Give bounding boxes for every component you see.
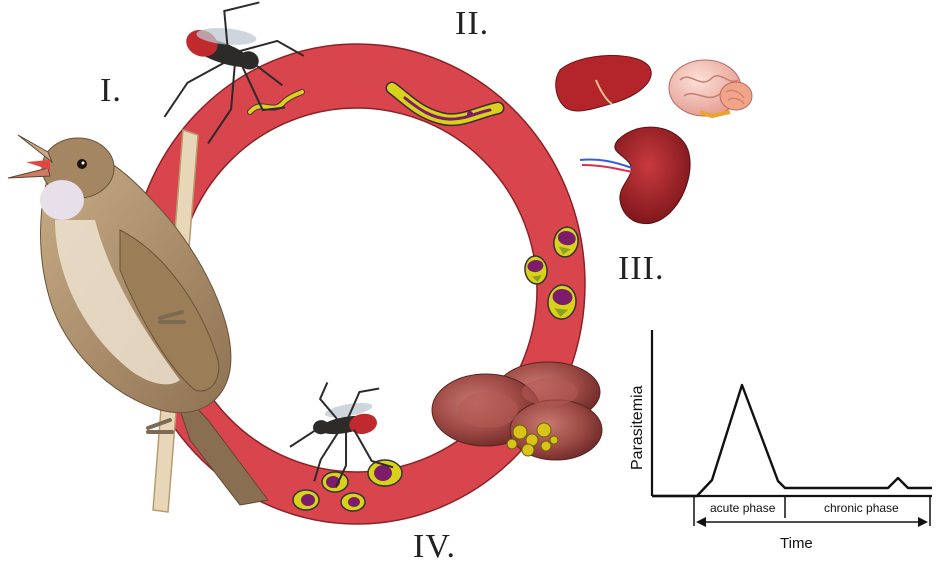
acute-phase-label: acute phase — [710, 501, 776, 515]
stage-four-label: IV. — [413, 528, 456, 566]
parasitemia-curve — [652, 385, 932, 496]
time-arrow-right-head — [918, 517, 928, 527]
parasitemia-chart: Parasitemia acute phase chronic phase Ti… — [629, 330, 932, 552]
stage-two-label: II. — [455, 5, 489, 43]
spleen-icon — [580, 127, 690, 224]
chart-x-label: Time — [780, 535, 813, 552]
chart-y-label: Parasitemia — [629, 385, 646, 470]
stage-one-label: I. — [100, 72, 122, 110]
chronic-phase-label: chronic phase — [824, 501, 899, 515]
time-arrow-left-head — [696, 517, 706, 527]
stage-three-label: III. — [618, 250, 664, 288]
brain-icon — [669, 60, 752, 116]
liver-icon — [556, 55, 652, 111]
